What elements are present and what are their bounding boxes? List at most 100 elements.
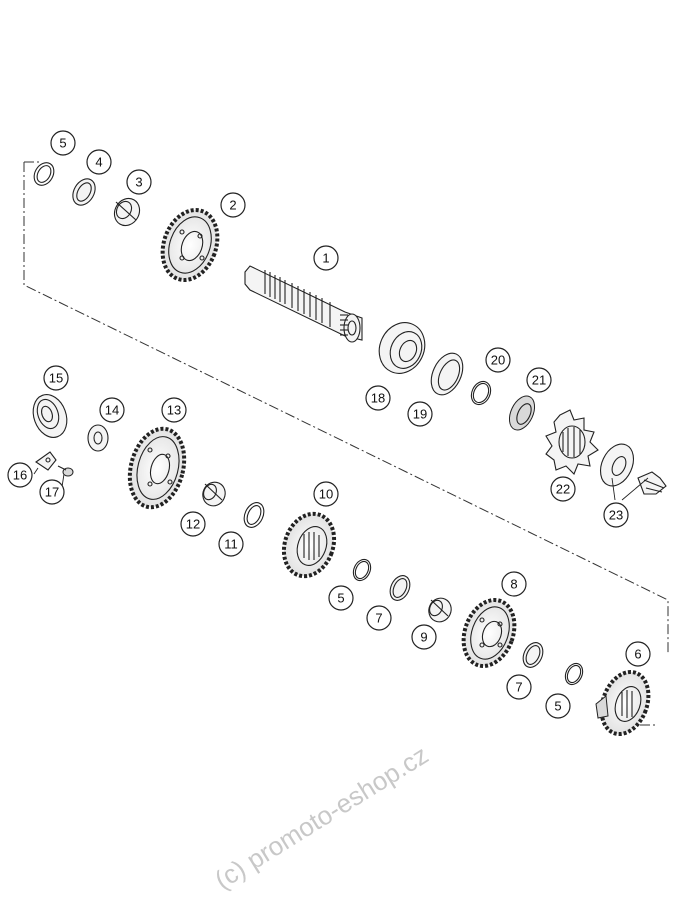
callout-5: 5	[50, 130, 76, 156]
watermark: (c) promoto-eshop.cz	[209, 739, 433, 895]
callout-circle	[220, 192, 246, 218]
callout-label: 7	[515, 680, 522, 695]
part-needle-bearing-12	[202, 481, 226, 507]
part-circlip-5-mid	[352, 558, 372, 582]
callout-circle	[86, 149, 112, 175]
callout-label: 5	[554, 699, 561, 714]
part-circlip-5-top	[33, 162, 55, 186]
leader-lines	[33, 467, 649, 501]
callout-label: 13	[167, 403, 181, 418]
callout-8: 8	[501, 571, 527, 597]
callout-circle	[180, 511, 206, 537]
callout-circle	[50, 130, 76, 156]
callout-label: 8	[510, 577, 517, 592]
callout-circle	[366, 605, 392, 631]
callout-circle	[485, 347, 511, 373]
part-bolt-23	[637, 471, 667, 495]
callout-circle	[99, 397, 125, 423]
callout-label: 14	[105, 403, 119, 418]
callout-label: 1	[322, 251, 329, 266]
callout-21: 21	[526, 367, 552, 393]
callout-label: 7	[375, 611, 382, 626]
part-main-shaft-1	[244, 265, 363, 343]
callout-circle	[365, 385, 391, 411]
callout-circle	[161, 397, 187, 423]
callout-label: 5	[337, 591, 344, 606]
part-gear-2	[160, 208, 220, 282]
part-gear-6	[595, 670, 651, 736]
callout-6: 6	[625, 641, 651, 667]
callout-5: 5	[328, 585, 354, 611]
part-needle-bearing-3	[113, 197, 141, 227]
callout-circle	[218, 531, 244, 557]
part-circlip-5-lower	[564, 662, 584, 686]
callout-9: 9	[411, 624, 437, 650]
callout-circle	[411, 624, 437, 650]
callout-label: 20	[491, 353, 505, 368]
callout-circle	[506, 674, 532, 700]
part-washer-7-mid	[389, 575, 411, 601]
callout-13: 13	[161, 397, 187, 423]
callout-circle	[501, 571, 527, 597]
callout-circle	[126, 169, 152, 195]
callout-label: 22	[556, 482, 570, 497]
callout-label: 2	[229, 198, 236, 213]
callout-7: 7	[366, 605, 392, 631]
callout-label: 3	[135, 175, 142, 190]
callout-23: 23	[603, 502, 629, 528]
callout-label: 16	[13, 468, 27, 483]
part-needle-bearing-9	[428, 597, 452, 623]
callout-label: 21	[532, 373, 546, 388]
part-gear-10	[281, 511, 337, 579]
callout-15: 15	[43, 365, 69, 391]
callout-circle	[39, 479, 65, 505]
part-washer-14	[87, 424, 109, 452]
callout-label: 17	[45, 485, 59, 500]
callout-19: 19	[407, 401, 433, 427]
callout-label: 5	[59, 136, 66, 151]
part-screw-17	[57, 465, 74, 477]
callout-circle	[625, 641, 651, 667]
part-seal-19	[430, 352, 464, 396]
callout-22: 22	[550, 476, 576, 502]
callout-label: 10	[319, 487, 333, 502]
callout-label: 18	[371, 391, 385, 406]
part-spacer-21	[508, 395, 536, 431]
assembly-outline	[23, 161, 669, 726]
callout-circle	[7, 462, 33, 488]
callout-label: 12	[186, 517, 200, 532]
callout-circle	[328, 585, 354, 611]
part-washer-11	[243, 502, 265, 528]
part-gear-8	[461, 598, 517, 668]
callout-7: 7	[506, 674, 532, 700]
callout-label: 19	[413, 407, 427, 422]
callout-14: 14	[99, 397, 125, 423]
callout-circle	[313, 245, 339, 271]
callout-circle	[43, 365, 69, 391]
callout-5: 5	[545, 693, 571, 719]
part-washer-23	[599, 443, 635, 487]
callout-circle	[313, 481, 339, 507]
callout-4: 4	[86, 149, 112, 175]
callout-label: 15	[49, 371, 63, 386]
callout-2: 2	[220, 192, 246, 218]
callout-12: 12	[180, 511, 206, 537]
callout-label: 9	[420, 630, 427, 645]
part-gear-13	[127, 426, 187, 510]
callout-20: 20	[485, 347, 511, 373]
callout-circle	[407, 401, 433, 427]
callout-16: 16	[7, 462, 33, 488]
callout-circle	[545, 693, 571, 719]
callout-circle	[550, 476, 576, 502]
callout-label: 23	[609, 508, 623, 523]
callout-label: 6	[634, 647, 641, 662]
part-sprocket-22	[545, 409, 599, 475]
callout-label: 11	[224, 537, 238, 552]
callout-18: 18	[365, 385, 391, 411]
callout-17: 17	[39, 479, 65, 505]
callout-11: 11	[218, 531, 244, 557]
part-o-ring-20	[470, 380, 492, 406]
part-ball-bearing-18	[378, 322, 426, 374]
